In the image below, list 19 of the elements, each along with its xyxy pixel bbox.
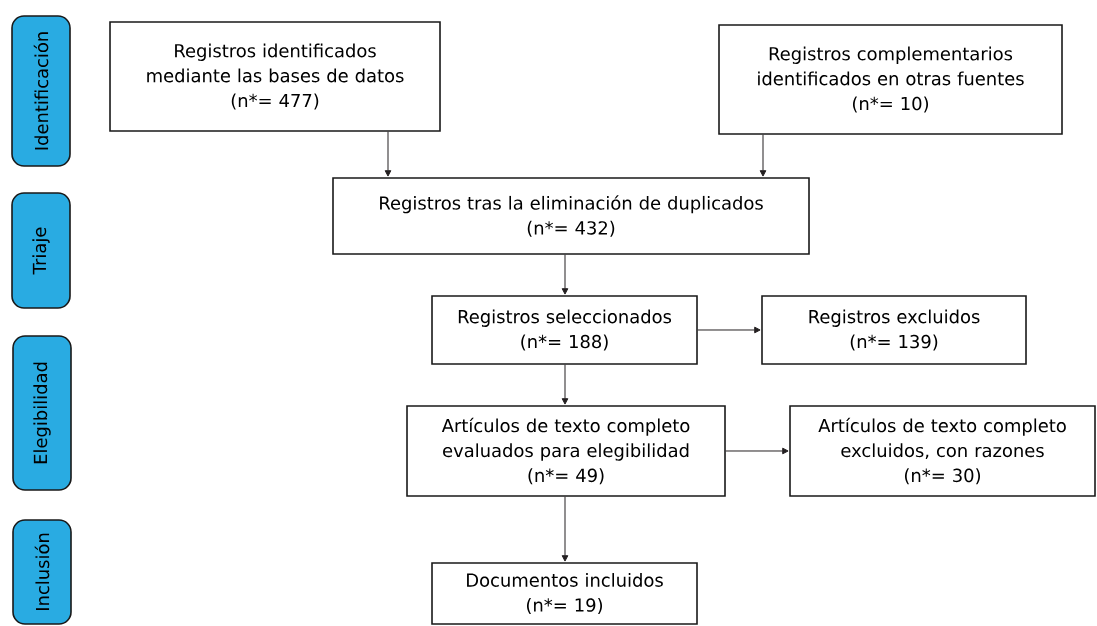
arrow [697,326,761,334]
process-box: Artículos de texto completo evaluados para elegibilidad (n*= 49) [406,405,726,497]
arrow [384,131,392,177]
stage-label: Identificación [11,15,71,167]
arrow [561,364,569,405]
arrow [561,254,569,295]
stage-label: Triaje [11,192,71,309]
process-box: Artículos de texto completo excluidos, con razones (n*= 30) [789,405,1096,497]
stage-label: Inclusión [12,519,72,625]
process-box: Registros tras la eliminación de duplicados (n*= 432) [332,177,810,255]
arrow [561,496,569,562]
arrow [725,447,789,455]
process-box: Registros excluidos (n*= 139) [761,295,1027,365]
stage-label: Elegibilidad [12,335,72,491]
process-box: Registros identificados mediante las bases de datos (n*= 477) [109,21,441,132]
arrow [759,134,767,177]
process-box: Documentos incluidos (n*= 19) [431,562,698,625]
process-box: Registros complementarios identificados en otras fuentes (n*= 10) [718,24,1063,135]
process-box: Registros seleccionados (n*= 188) [431,295,698,365]
